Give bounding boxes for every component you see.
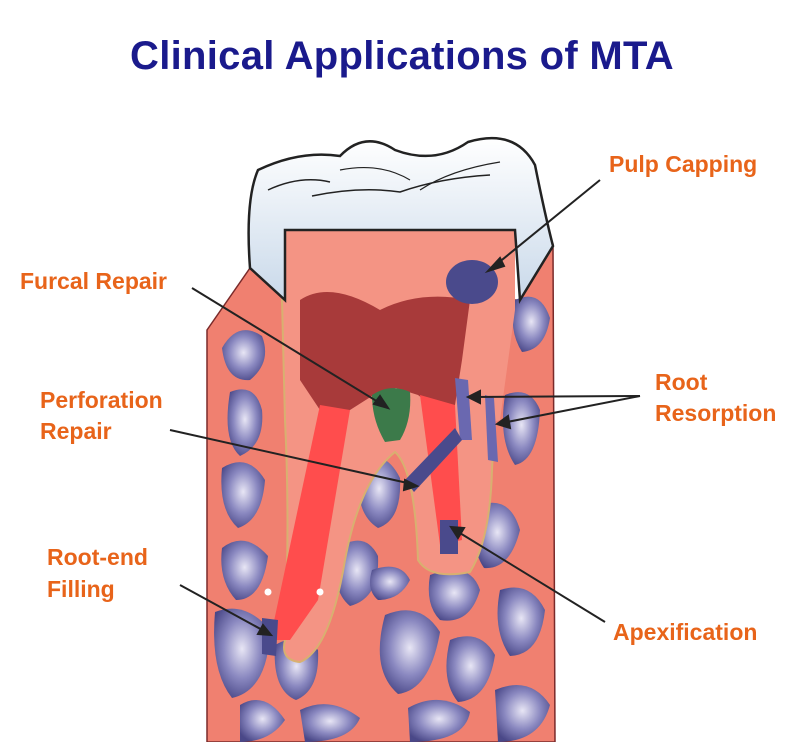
apexification-material: [440, 520, 458, 554]
root-end-filling-material: [262, 618, 278, 656]
label-furcal-repair: Furcal Repair: [20, 267, 167, 295]
pulp-capping-material: [446, 260, 498, 304]
label-root-resorption-line2: Resorption: [655, 399, 776, 427]
root-resorption-arrow-1: [473, 396, 640, 397]
label-pulp-capping: Pulp Capping: [609, 150, 757, 178]
label-perforation-line2: Repair: [40, 417, 112, 445]
label-perforation-line1: Perforation: [40, 386, 163, 414]
label-root-end-line1: Root-end: [47, 543, 148, 571]
label-apexification: Apexification: [613, 618, 757, 646]
label-root-end-line2: Filling: [47, 575, 115, 603]
label-root-resorption-line1: Root: [655, 368, 707, 396]
